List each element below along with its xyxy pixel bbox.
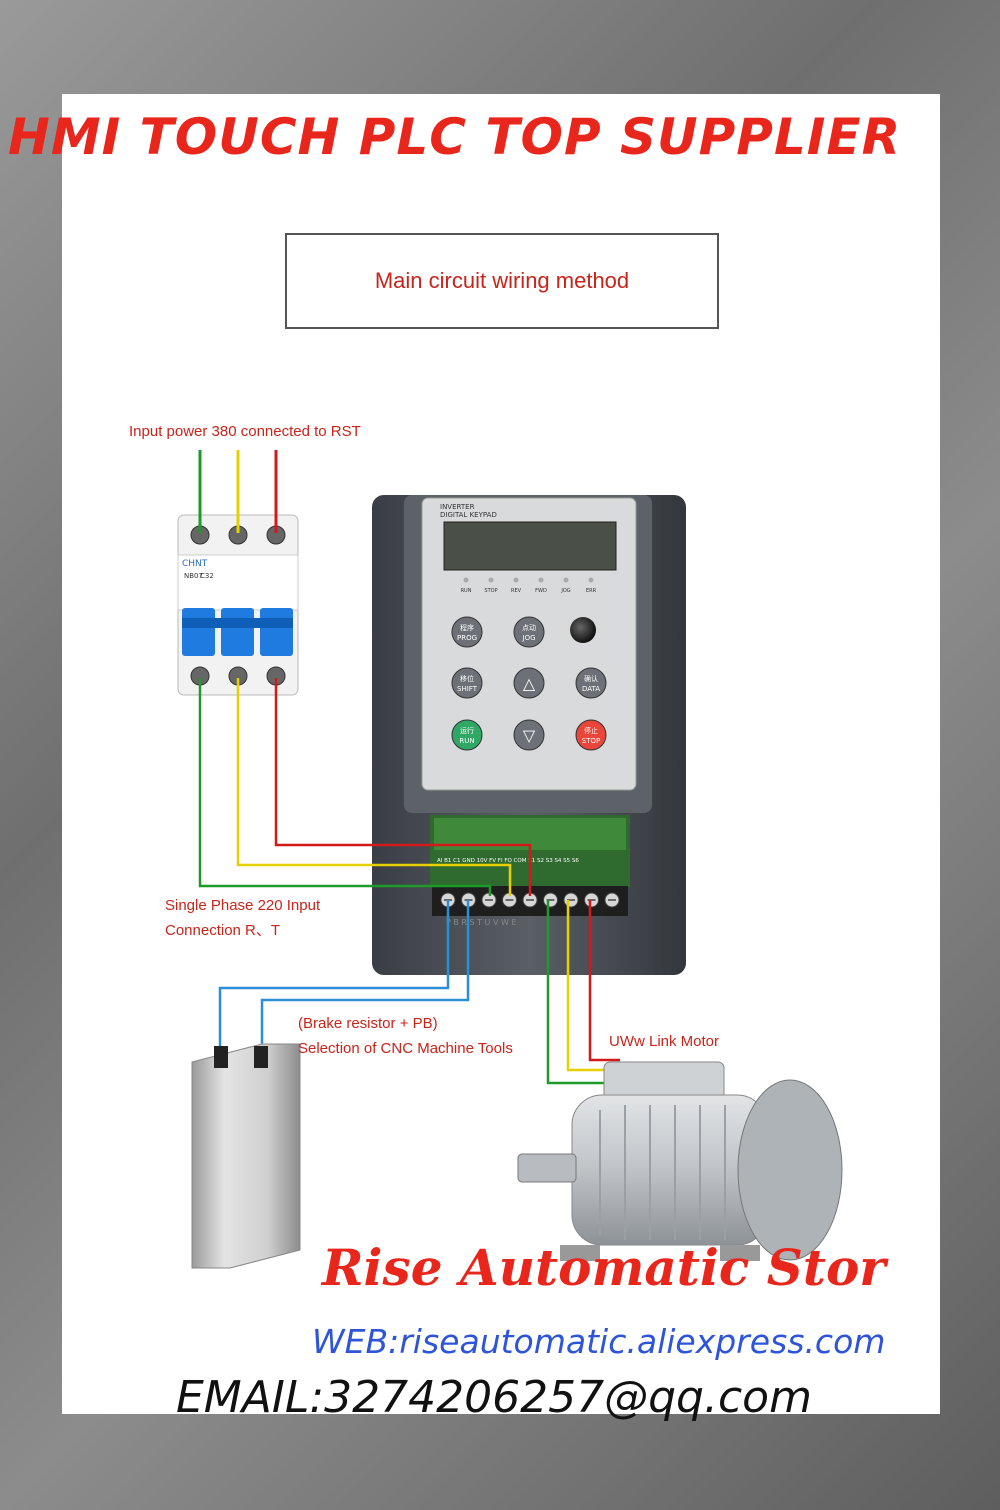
svg-text:RUN: RUN: [459, 737, 474, 745]
motor: [517, 1061, 843, 1261]
keypad-key[interactable]: 移位 SHIFT: [451, 667, 483, 699]
breaker-brand: CHNT: [182, 559, 208, 569]
potentiometer-knob: [570, 617, 596, 643]
power-terminals: [440, 892, 620, 908]
brake-wires: [218, 900, 470, 1050]
svg-text:DATA: DATA: [582, 685, 600, 693]
motor-wires: [546, 900, 620, 1085]
brake-label-1: (Brake resistor + PB): [298, 1015, 438, 1032]
control-terminal-labels: AI B1 C1 GND 10V FV FI FO COM S1 S2 S3 S…: [437, 858, 579, 864]
keypad-key[interactable]: ▽: [513, 719, 545, 751]
indicator-row: RUN STOP REV FWD JOG ERR: [461, 577, 597, 594]
svg-text:运行: 运行: [460, 726, 474, 735]
indicator-label: JOG: [560, 588, 570, 594]
motor-link-label: UWw Link Motor: [609, 1033, 720, 1050]
indicator-label: STOP: [484, 588, 497, 594]
svg-text:移位: 移位: [460, 674, 474, 683]
svg-text:JOG: JOG: [522, 634, 536, 642]
indicator-label: FWD: [535, 588, 547, 594]
title-box: Main circuit wiring method: [285, 233, 719, 329]
svg-text:△: △: [523, 674, 536, 693]
keypad-header-2: DIGITAL KEYPAD: [440, 511, 497, 519]
indicator-led: [563, 577, 569, 583]
indicator-led: [538, 577, 544, 583]
keypad-key[interactable]: 点动 JOG: [513, 616, 545, 648]
input-power-label: Input power 380 connected to RST: [129, 423, 361, 440]
inverter: INVERTER DIGITAL KEYPAD RUN STOP REV FWD JOG…: [372, 495, 686, 975]
indicator-led: [588, 577, 594, 583]
breaker-rating: C32: [200, 572, 214, 580]
indicator-led: [463, 577, 469, 583]
keypad-key[interactable]: 停止 STOP: [575, 719, 607, 751]
diagram-title: Main circuit wiring method: [374, 268, 630, 293]
indicator-label: REV: [511, 588, 522, 594]
circuit-breaker: CHNT NB07 C32: [177, 514, 299, 696]
brake-resistor: [191, 1043, 301, 1269]
indicator-led: [488, 577, 494, 583]
indicator-label: RUN: [461, 588, 472, 594]
breaker-to-inverter-wires: [198, 678, 532, 896]
brake-label-2: Selection of CNC Machine Tools: [298, 1040, 513, 1057]
input-wires: [198, 450, 278, 533]
keypad-key[interactable]: 程序 PROG: [451, 616, 483, 648]
indicator-label: ERR: [586, 588, 597, 594]
svg-text:程序: 程序: [460, 623, 474, 632]
single-phase-label-2: Connection R、T: [165, 922, 281, 939]
banner-title: HMI TOUCH PLC TOP SUPPLIER: [8, 108, 902, 166]
svg-text:确认: 确认: [584, 674, 598, 683]
svg-text:SHIFT: SHIFT: [457, 685, 478, 693]
store-email: EMAIL:3274206257@qq.com: [176, 1372, 812, 1423]
keypad-key[interactable]: 运行 RUN: [451, 719, 483, 751]
svg-text:PROG: PROG: [457, 634, 477, 642]
indicator-led: [513, 577, 519, 583]
keypad-key[interactable]: △: [513, 667, 545, 699]
svg-text:点动: 点动: [522, 623, 536, 632]
store-web: WEB:riseautomatic.aliexpress.com: [312, 1322, 886, 1361]
svg-text:停止: 停止: [584, 726, 598, 735]
svg-text:STOP: STOP: [582, 737, 600, 745]
keypad-header-1: INVERTER: [440, 503, 475, 511]
keypad-key[interactable]: 确认 DATA: [575, 667, 607, 699]
keypad-keys: 程序 PROG 点动 JOG 移位 SHIFT △ 确认 DATA 运行 RUN ▽ 停止 STOP: [451, 616, 607, 751]
breaker-model: NB07: [184, 572, 203, 580]
power-terminal-labels: P B R S T U V W E: [446, 918, 516, 927]
store-name: Rise Automatic Stor: [322, 1238, 886, 1297]
single-phase-label-1: Single Phase 220 Input: [165, 897, 321, 914]
svg-text:▽: ▽: [523, 726, 536, 745]
